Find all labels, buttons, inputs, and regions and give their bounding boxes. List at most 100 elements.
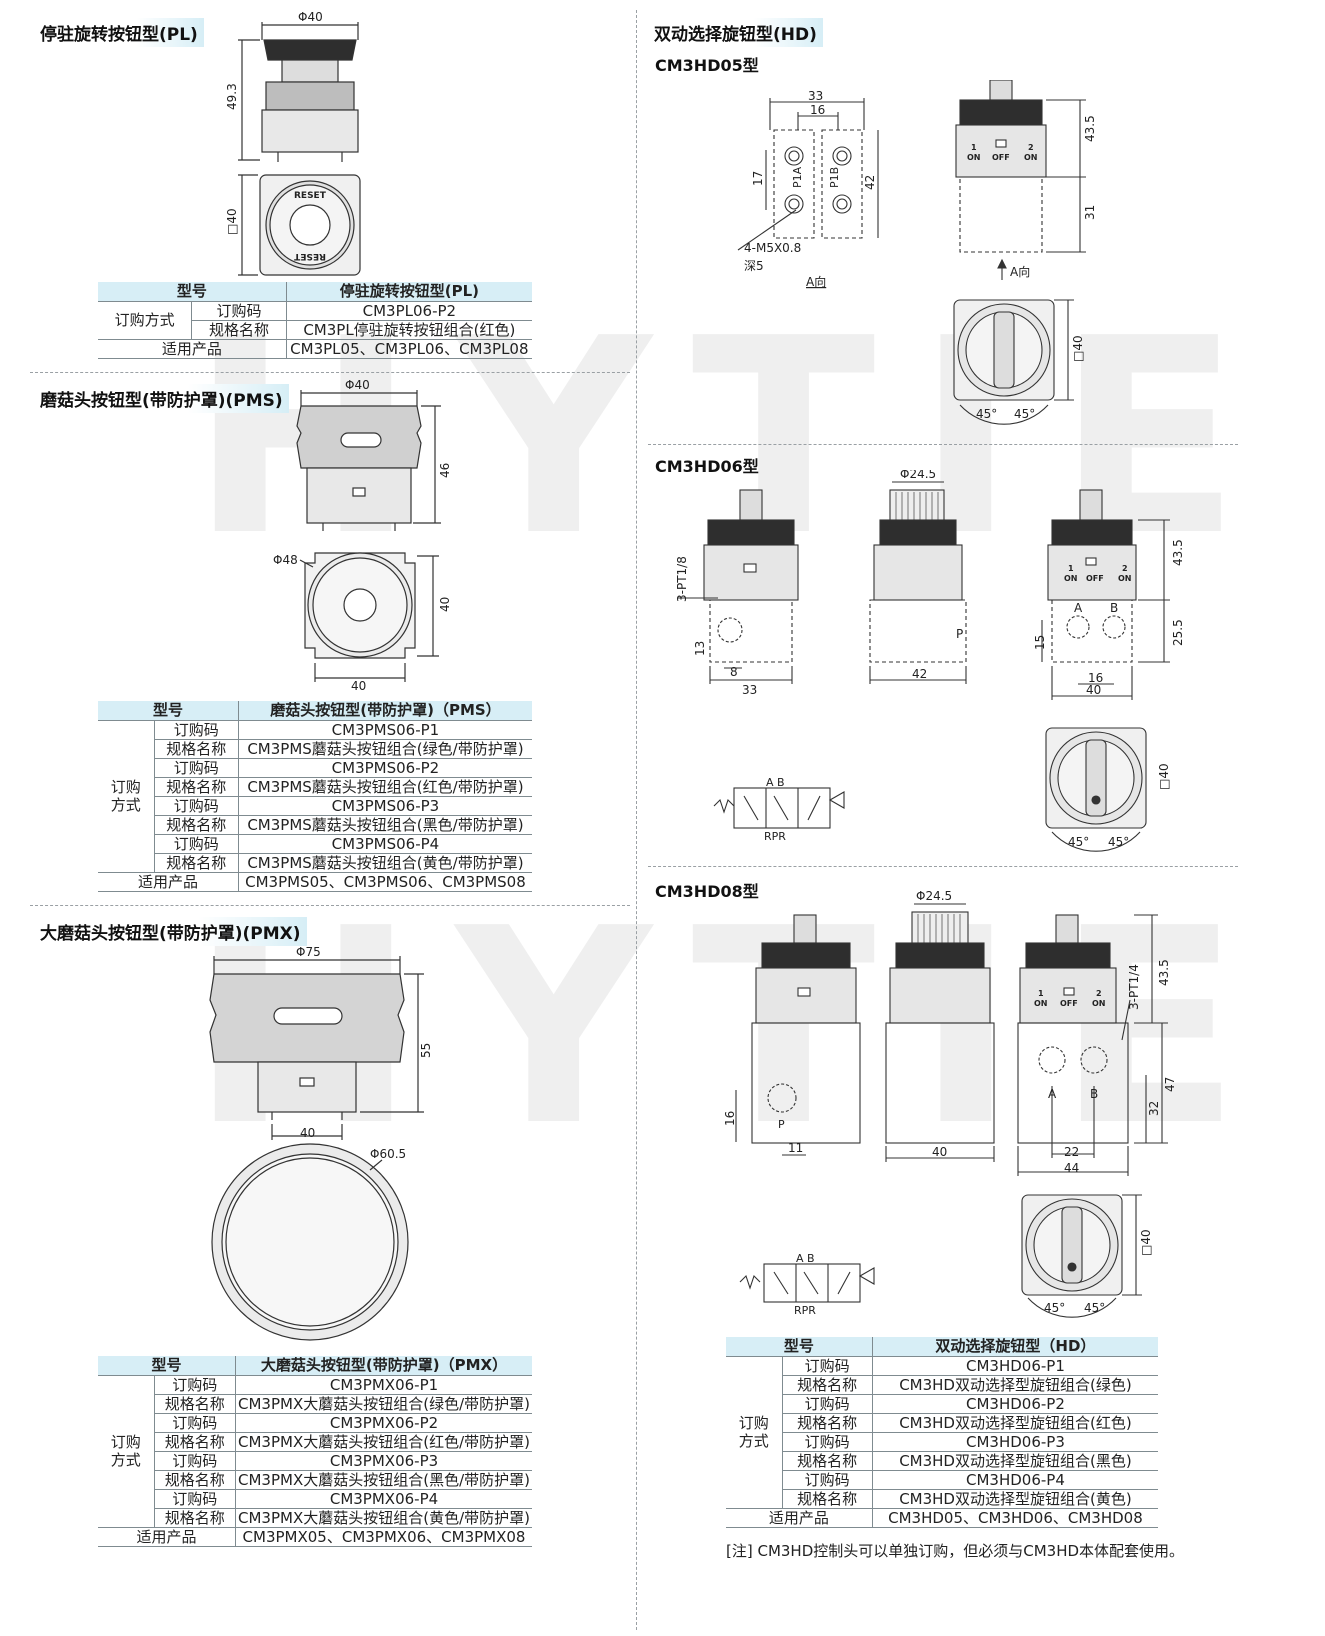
hd-row-value: CM3HD06-P3 <box>872 1432 1158 1452</box>
pl-reset-top: RESET <box>294 191 327 201</box>
pms-row-label: 规格名称 <box>154 853 239 873</box>
column-divider <box>636 10 637 1630</box>
pmx-dia-label: Φ75 <box>296 945 321 959</box>
pl-row-label: 订购码 <box>191 301 287 321</box>
hd-row-label: 订购码 <box>782 1432 873 1452</box>
hd08-port: 3-PT1/4 <box>1127 964 1141 1010</box>
hd06-title: CM3HD06型 <box>655 457 759 476</box>
hd08-symbol-top: A B <box>796 1252 815 1265</box>
pms-row-label: 规格名称 <box>154 815 239 835</box>
hd08-sw-2on: ON <box>1092 999 1106 1008</box>
hd08-h435: 43.5 <box>1157 959 1171 986</box>
pms-apply-label: 适用产品 <box>98 872 239 892</box>
pms-dia48-label: Φ48 <box>273 553 298 567</box>
pmx-row-label: 规格名称 <box>154 1432 237 1452</box>
pmx-row-label: 规格名称 <box>154 1508 237 1528</box>
pl-header-model: 型号 <box>98 282 287 302</box>
hd08-h47: 47 <box>1163 1077 1177 1092</box>
hd06-b: B <box>1110 601 1118 615</box>
pms-drawing: Φ40 46 Φ48 40 40 <box>273 378 452 693</box>
pms-dia-label: Φ40 <box>345 378 370 392</box>
pl-square-label: □40 <box>225 208 239 235</box>
hd-row-value: CM3HD双动选择型旋钮组合(红色) <box>872 1413 1158 1433</box>
hd08-h32: 32 <box>1147 1101 1161 1116</box>
pl-height-label: 49.3 <box>225 83 239 110</box>
pl-row-value: CM3PL停驻旋转按钮组合(红色) <box>286 320 532 340</box>
hd-row-value: CM3HD06-P2 <box>872 1394 1158 1414</box>
pmx-header-name: 大磨菇头按钮型(带防护罩)（PMX） <box>235 1356 532 1376</box>
pms-row-label: 订购码 <box>154 834 239 854</box>
hd05-h17: 17 <box>751 171 765 186</box>
hd05-sw-1: 1 <box>971 143 977 152</box>
pms-section-title: 磨菇头按钮型(带防护罩)(PMS) <box>36 384 289 413</box>
hd-row-value: CM3HD双动选择型旋钮组合(黄色) <box>872 1489 1158 1509</box>
pms-row-value: CM3PMS蘑菇头按钮组合(红色/带防护罩) <box>238 777 532 797</box>
hd06-sw-2: 2 <box>1122 564 1128 573</box>
hd06-w42: 42 <box>912 667 927 681</box>
pmx-drawing: Φ75 55 40 Φ60.5 <box>209 945 433 1341</box>
hd06-h255: 25.5 <box>1171 619 1185 646</box>
hd08-a: A <box>1048 1087 1057 1101</box>
hd08-b: B <box>1090 1087 1098 1101</box>
pms-row-label: 订购码 <box>154 720 239 740</box>
hd-row-value: CM3HD双动选择型旋钮组合(黑色) <box>872 1451 1158 1471</box>
pmx-width-label: 40 <box>300 1126 315 1140</box>
hd08-w11: 11 <box>788 1141 803 1155</box>
pl-header-name: 停驻旋转按钮型(PL) <box>286 282 532 302</box>
hd-row-label: 订购码 <box>782 1470 873 1490</box>
hd08-sw-1: 1 <box>1038 989 1044 998</box>
pms-row-label: 规格名称 <box>154 739 239 759</box>
pmx-row-label: 订购码 <box>154 1413 237 1433</box>
hd08-symbol-bottom: RPR <box>794 1304 816 1317</box>
pl-reset-bottom: RESET <box>293 251 326 261</box>
pmx-order-method: 订购方式 <box>98 1375 155 1528</box>
pmx-row-label: 订购码 <box>154 1375 237 1395</box>
hd05-sw-1on: ON <box>967 153 981 162</box>
hd-row-label: 规格名称 <box>782 1451 873 1471</box>
hd06-h13: 13 <box>693 641 707 656</box>
hd05-thread: 4-M5X0.8 <box>744 241 801 255</box>
pl-apply-label: 适用产品 <box>98 339 287 359</box>
pmx-order-method-2: 方式 <box>110 1451 141 1469</box>
hd05-w33: 33 <box>808 89 823 103</box>
pms-row-label: 订购码 <box>154 758 239 778</box>
hd05-h435: 43.5 <box>1083 115 1097 142</box>
pmx-row-value: CM3PMX06-P4 <box>235 1489 532 1509</box>
hd06-ang2: 45° <box>1108 835 1129 849</box>
hd05-w16: 16 <box>810 103 825 117</box>
pmx-apply-label: 适用产品 <box>98 1527 237 1547</box>
hd08-w22: 22 <box>1064 1145 1079 1159</box>
hd05-view: A向 <box>806 274 826 289</box>
hd06-sw-2on: ON <box>1118 574 1132 583</box>
hd08-sw-off: OFF <box>1060 999 1078 1008</box>
hd08-dia: Φ24.5 <box>916 890 952 903</box>
pms-side-label: 40 <box>438 597 452 612</box>
pms-height-label: 46 <box>438 463 452 478</box>
hd06-a: A <box>1074 601 1083 615</box>
hd06-h15: 15 <box>1033 635 1047 650</box>
pmx-row-value: CM3PMX06-P3 <box>235 1451 532 1471</box>
pmx-section-title: 大磨菇头按钮型(带防护罩)(PMX) <box>36 917 307 946</box>
hd08-ang2: 45° <box>1084 1301 1105 1315</box>
divider-pms-pmx <box>30 905 630 906</box>
hd06-w8: 8 <box>730 665 738 679</box>
hd05-ang2: 45° <box>1014 407 1035 421</box>
pmx-order-method-1: 订购 <box>110 1433 141 1451</box>
hd-row-value: CM3HD双动选择型旋钮组合(绿色) <box>872 1375 1158 1395</box>
pmx-row-value: CM3PMX大蘑菇头按钮组合(黑色/带防护罩) <box>235 1470 532 1490</box>
pms-row-value: CM3PMS06-P3 <box>238 796 532 816</box>
pmx-header-model: 型号 <box>98 1356 237 1376</box>
pms-row-label: 订购码 <box>154 796 239 816</box>
hd-row-label: 规格名称 <box>782 1413 873 1433</box>
divider-hd06-hd08 <box>648 866 1238 867</box>
pl-dia-label: Φ40 <box>298 10 323 24</box>
pms-row-value: CM3PMS06-P1 <box>238 720 532 740</box>
hd05-title: CM3HD05型 <box>655 56 759 75</box>
hd05-pa: P1A <box>791 166 804 188</box>
hd05-h31: 31 <box>1083 205 1097 220</box>
hd06-port: 3-PT1/8 <box>675 556 689 602</box>
hd06-sq40: □40 <box>1157 763 1171 790</box>
pms-row-value: CM3PMS蘑菇头按钮组合(绿色/带防护罩) <box>238 739 532 759</box>
